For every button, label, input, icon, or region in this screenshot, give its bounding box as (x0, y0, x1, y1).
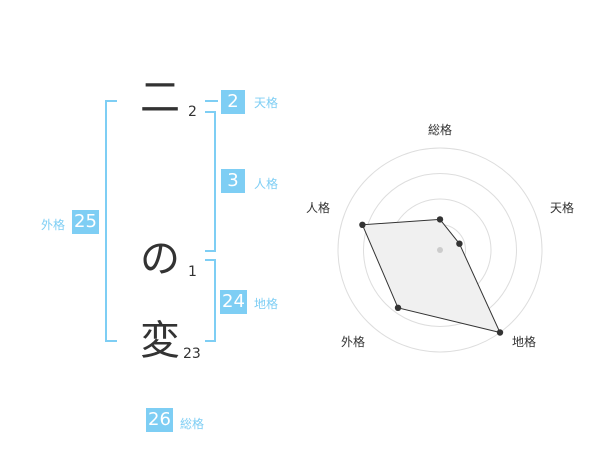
name-char-3: 変 (140, 318, 180, 364)
radar-axis-label-tenkaku: 天格 (549, 201, 574, 215)
name-char-1: 二 (140, 75, 180, 121)
jinkaku-bracket (205, 111, 216, 252)
radar-axis-label-chikaku: 地格 (511, 335, 536, 349)
chikaku-badge: 24 (220, 290, 247, 314)
tenkaku-label: 天格 (254, 96, 279, 110)
radar-point-2 (456, 240, 463, 247)
name-char-2: の (140, 236, 180, 282)
tenkaku-bracket (205, 100, 218, 102)
radar-point-5 (359, 221, 366, 228)
gaikaku-badge: 25 (72, 210, 99, 234)
radar-center (437, 247, 443, 253)
radar-point-1 (436, 216, 444, 223)
gaikaku-label: 外格 (41, 218, 66, 232)
radar-axis-label-gaikaku: 外格 (340, 335, 365, 349)
radar-axis-label-soukaku: 総格 (427, 123, 452, 137)
radar-ring (363, 173, 517, 327)
tenkaku-badge: 2 (221, 90, 245, 114)
soukaku-label: 総格 (180, 417, 205, 431)
radar-points (359, 216, 504, 336)
radar-ring (337, 147, 543, 353)
soukaku-badge: 26 (146, 408, 173, 432)
stroke-count-1: 2 (188, 104, 197, 120)
jinkaku-label: 人格 (254, 177, 279, 191)
chikaku-label: 地格 (254, 297, 279, 311)
stroke-count-3: 23 (183, 346, 201, 362)
radar-axis-label-jinkaku: 人格 (305, 201, 330, 215)
radar-polygon (361, 218, 501, 334)
radar-point-4 (394, 304, 402, 311)
jinkaku-badge: 3 (221, 169, 245, 193)
gaikaku-bracket (105, 100, 117, 342)
radar-point-3 (496, 329, 504, 336)
stroke-count-2: 1 (188, 264, 197, 280)
radar-data (361, 218, 501, 334)
chikaku-bracket (205, 259, 216, 342)
